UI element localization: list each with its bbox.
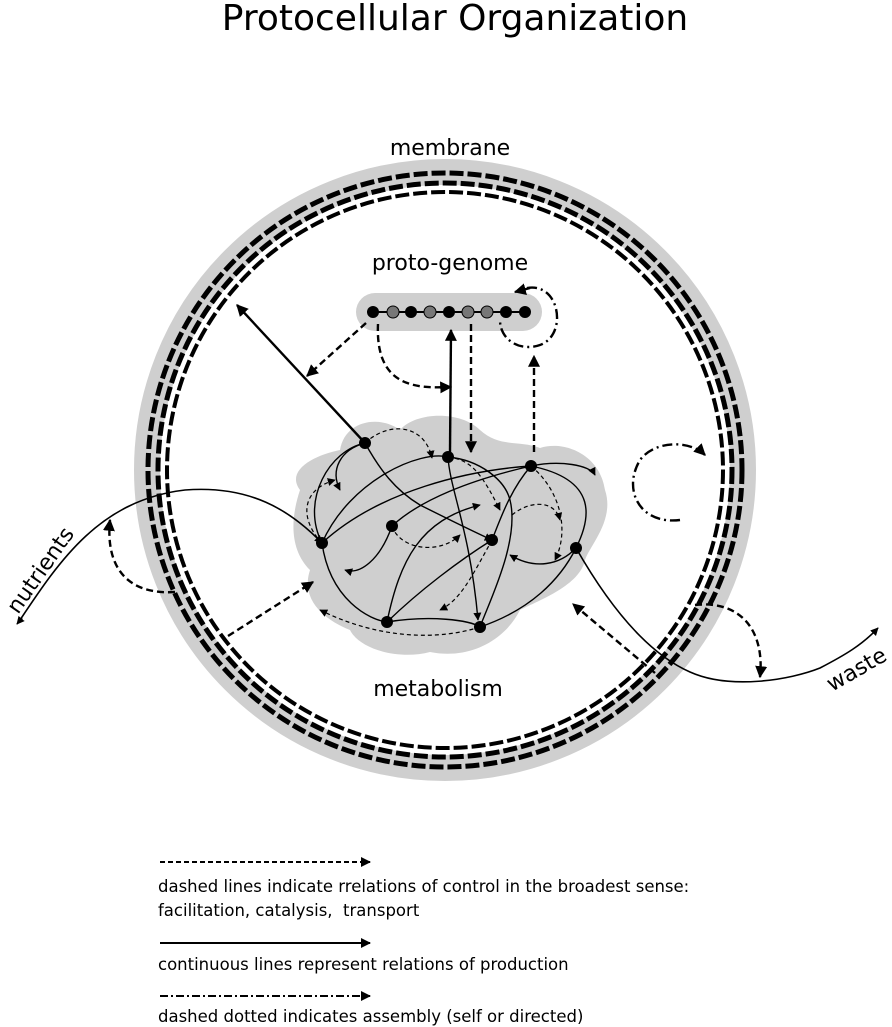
proto-genome-label: proto-genome bbox=[372, 251, 528, 276]
waste-flow bbox=[575, 547, 879, 683]
membrane-transport-in-arrow bbox=[227, 580, 315, 638]
legend-dashdot-text: dashed dotted indicates assembly (self o… bbox=[158, 1007, 584, 1026]
waste-label: waste bbox=[823, 643, 892, 697]
nutrients-control-arrow bbox=[102, 518, 176, 594]
nutrients-flow bbox=[19, 488, 323, 621]
metabolism-to-membrane-arrow bbox=[236, 304, 366, 444]
legend-dashed-text-line2: facilitation, catalysis, transport bbox=[158, 901, 420, 920]
assembly-loops bbox=[498, 283, 706, 522]
metabolism-blob bbox=[293, 415, 608, 655]
waste-control-arrow bbox=[694, 603, 768, 679]
metabolism-to-genome-arrow bbox=[444, 328, 457, 453]
nutrients-arrowhead bbox=[16, 615, 25, 625]
genome-control-arrows bbox=[306, 322, 540, 454]
membrane-label: membrane bbox=[390, 136, 510, 161]
legend-dashed-text-line1: dashed lines indicate rrelations of cont… bbox=[158, 877, 690, 896]
membrane bbox=[134, 159, 756, 781]
metabolic-production-links bbox=[313, 442, 596, 628]
diagram-title: Protocellular Organization bbox=[222, 0, 688, 39]
proto-genome bbox=[356, 293, 542, 331]
metabolism-label: metabolism bbox=[373, 677, 503, 702]
membrane-transport-out-arrow bbox=[572, 603, 656, 674]
nutrients-label: nutrients bbox=[2, 523, 79, 619]
metabolic-nodes bbox=[316, 437, 582, 633]
legend-continuous-text: continuous lines represent relations of … bbox=[158, 955, 569, 974]
